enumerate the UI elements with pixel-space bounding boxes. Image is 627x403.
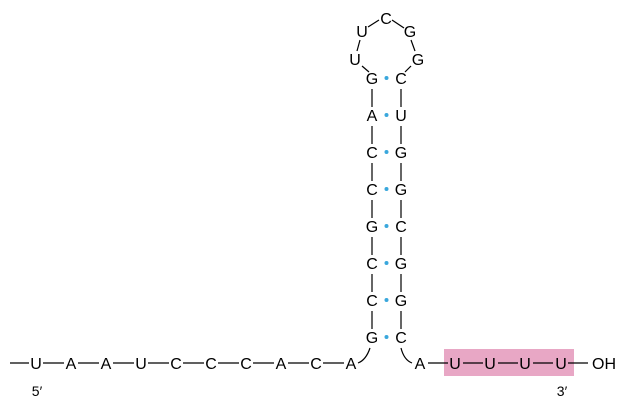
stem-right-base: C (395, 219, 407, 236)
stem-left-base: G (366, 219, 378, 236)
stem-right-base: C (395, 71, 407, 88)
left-tail-base: C (170, 356, 182, 373)
basepair-dots (384, 76, 389, 339)
loop-base: U (349, 52, 361, 69)
stem-right-base: U (395, 108, 407, 125)
stem-right-base: C (395, 330, 407, 347)
right-tail-base: U (519, 356, 531, 373)
loop-base: G (412, 52, 424, 69)
stem-right-base: G (395, 182, 407, 199)
basepair-dot (384, 335, 389, 339)
basepair-dot (384, 113, 389, 117)
right-tail-base: U (555, 356, 567, 373)
right-tail-base: U (449, 356, 461, 373)
basepair-dot (384, 298, 389, 302)
five-prime-label: 5′ (32, 383, 43, 399)
stem-left-base: C (366, 182, 378, 199)
left-tail-base: C (310, 356, 322, 373)
hydroxyl-label: OH (592, 356, 616, 373)
left-tail-base: A (276, 356, 287, 373)
stem-left-base: C (366, 145, 378, 162)
basepair-dot (384, 187, 389, 191)
left-tail-base: A (346, 356, 357, 373)
stem-right-base: G (395, 256, 407, 273)
stem-right-base: G (395, 293, 407, 310)
stem-right-base: G (395, 145, 407, 162)
left-tail-base: U (30, 356, 42, 373)
basepair-dot (384, 224, 389, 228)
left-tail-base: C (240, 356, 252, 373)
stem-left-base: G (366, 330, 378, 347)
left-tail-base: U (135, 356, 147, 373)
loop-base: U (356, 24, 368, 41)
basepair-dot (384, 76, 389, 80)
backbone-lines (10, 19, 588, 364)
stem-left-base: G (366, 71, 378, 88)
left-tail-base: A (66, 356, 77, 373)
right-tail-base: A (415, 356, 426, 373)
loop-base: C (380, 11, 392, 28)
stem-left-base: C (366, 256, 378, 273)
loop-base: G (404, 24, 416, 41)
right-tail-base: U (484, 356, 496, 373)
left-tail-base: C (205, 356, 217, 373)
basepair-dot (384, 261, 389, 265)
basepair-dot (384, 150, 389, 154)
left-tail-base: A (101, 356, 112, 373)
stem-left-base: C (366, 293, 378, 310)
stem-left-base: A (367, 108, 378, 125)
three-prime-label: 3′ (557, 383, 568, 399)
